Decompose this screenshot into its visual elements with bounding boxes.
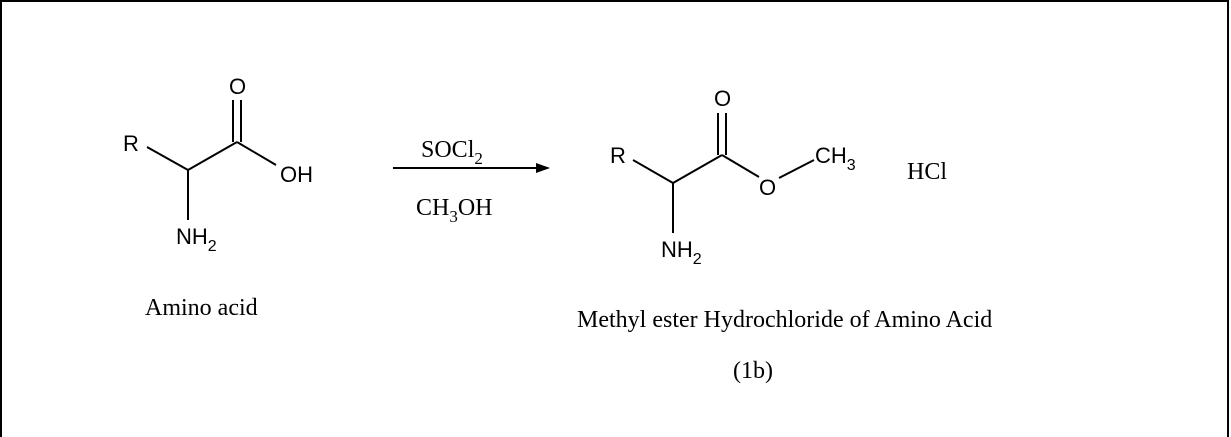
reactant-r-ca-bond	[146, 146, 189, 171]
product-ester-o: O	[759, 175, 776, 200]
reactant-name: Amino acid	[145, 295, 258, 321]
product-r-ca-bond	[632, 159, 674, 184]
product-o-methyl-bond	[778, 159, 815, 179]
product-structure: R O O CH3 NH2	[610, 86, 856, 268]
product-c-o-bond	[721, 154, 760, 178]
reactant-structure: R O OH NH2	[123, 74, 313, 255]
product-amine: NH2	[661, 237, 702, 268]
product-name: Methyl ester Hydrochloride of Amino Acid	[577, 307, 992, 333]
product-compound-id: (1b)	[733, 358, 773, 384]
reactant-r-label: R	[123, 131, 139, 156]
reagent-label: SOCl2	[421, 137, 483, 168]
product-carbonyl-o: O	[714, 86, 731, 111]
reactant-ca-c-bond	[187, 141, 238, 171]
reactant-hydroxyl: OH	[280, 162, 313, 187]
product-methyl: CH3	[815, 143, 856, 174]
solvent-label: CH3OH	[416, 195, 493, 226]
reactant-carbonyl-o: O	[229, 74, 246, 99]
product-salt: HCl	[907, 159, 947, 185]
reaction-arrow-group: SOCl2 CH3OH	[393, 137, 550, 226]
product-r-label: R	[610, 143, 626, 168]
reactant-c-oh-bond	[236, 141, 277, 166]
reactant-amine: NH2	[176, 224, 217, 255]
product-ca-c-bond	[672, 154, 723, 184]
